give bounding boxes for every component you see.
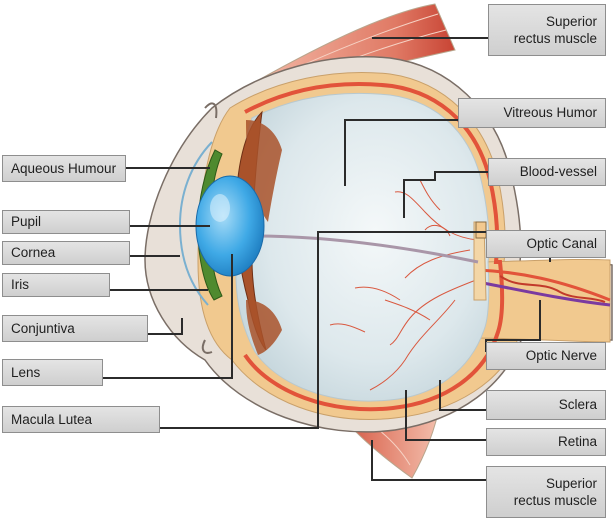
leader-retina [405,390,486,441]
label-superior-rectus-bottom: Superior rectus muscle [486,466,606,518]
label-superior-rectus-top: Superior rectus muscle [488,4,606,56]
label-optic-canal: Optic Canal [486,230,606,258]
label-iris: Iris [2,273,110,297]
leader-lens [103,254,233,379]
leader-conjuntiva [148,318,183,335]
label-sclera: Sclera [486,390,606,420]
leader-sclera [439,380,486,411]
optic-nerve-fibers [477,268,611,307]
label-blood-vessel: Blood-vessel [488,158,606,186]
upper-eyelid [204,102,218,119]
label-macula-lutea: Macula Lutea [2,406,160,433]
optic-canal-marker [475,221,487,239]
vitreous-body [235,92,490,402]
retinal-blood-vessels [329,179,479,391]
ciliary-body-upper [246,120,282,222]
label-pupil: Pupil [2,210,130,234]
leader-blood-vessel [403,171,488,218]
leader-optic-canal [160,231,486,429]
choroid-layer [243,82,505,412]
leader-vitreous [344,119,458,186]
label-optic-nerve: Optic Nerve [486,342,606,370]
visual-axis [254,234,479,264]
label-cornea: Cornea [2,241,130,265]
label-conjuntiva: Conjuntiva [2,315,148,342]
leader-superior-rectus-bottom [371,440,486,481]
label-vitreous-humor: Vitreous Humor [458,98,606,128]
ciliary-body-lower [246,300,282,355]
lower-eyelid [201,339,213,354]
label-lens: Lens [2,359,103,386]
label-aqueous-humour: Aqueous Humour [2,155,126,182]
lens-highlight [210,194,230,222]
label-retina: Retina [486,428,606,456]
